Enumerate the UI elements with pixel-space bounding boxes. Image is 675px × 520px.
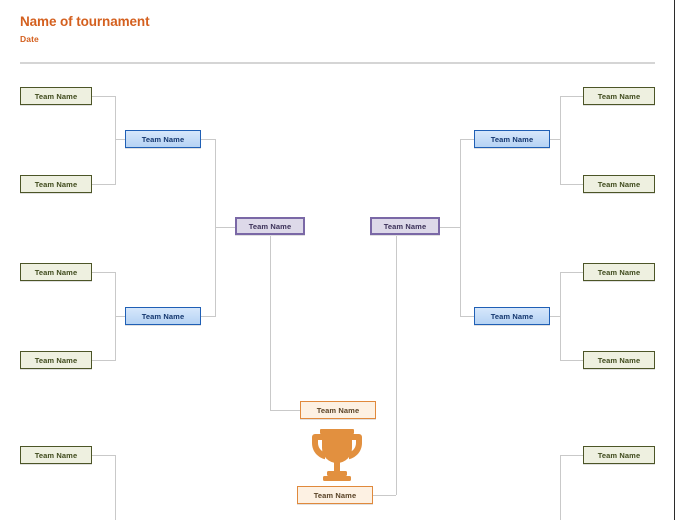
team-box-left-r1-1[interactable]: Team Name xyxy=(20,87,92,105)
team-box-final-2[interactable]: Team Name xyxy=(297,486,373,504)
team-box-left-r1-3[interactable]: Team Name xyxy=(20,263,92,281)
team-box-right-r1-2[interactable]: Team Name xyxy=(583,175,655,193)
connector-right-final-in xyxy=(372,495,396,496)
team-box-left-r1-2[interactable]: Team Name xyxy=(20,175,92,193)
team-box-right-r1-3[interactable]: Team Name xyxy=(583,263,655,281)
page-header: Name of tournament Date xyxy=(0,0,674,64)
connector-left-bus-2-out xyxy=(115,316,125,317)
connector-left-r2-2 xyxy=(201,316,215,317)
tournament-date: Date xyxy=(20,34,39,44)
team-box-right-r1-4[interactable]: Team Name xyxy=(583,351,655,369)
team-box-left-r1-5[interactable]: Team Name xyxy=(20,446,92,464)
connector-left-r1-1 xyxy=(92,96,115,97)
connector-left-bus-1 xyxy=(115,96,116,185)
page-title: Name of tournament xyxy=(20,14,150,29)
connector-right-r2-1 xyxy=(460,139,474,140)
connector-right-final-drop xyxy=(396,236,397,495)
connector-right-semifinal-in xyxy=(440,227,460,228)
connector-right-bus-2 xyxy=(560,272,561,361)
connector-right-bus-2-out xyxy=(550,316,560,317)
connector-left-bus-1-out xyxy=(115,139,125,140)
connector-left-r1-4 xyxy=(92,360,115,361)
team-box-left-semifinal[interactable]: Team Name xyxy=(235,217,305,235)
connector-right-r1-5 xyxy=(560,455,583,456)
header-divider xyxy=(20,62,655,64)
connector-right-r2-2 xyxy=(460,316,474,317)
connector-right-r1-2 xyxy=(560,184,583,185)
team-box-right-r1-5[interactable]: Team Name xyxy=(583,446,655,464)
team-box-left-r1-4[interactable]: Team Name xyxy=(20,351,92,369)
trophy-icon xyxy=(305,428,369,484)
connector-right-r1-3 xyxy=(560,272,583,273)
connector-right-bus-1-out xyxy=(550,139,560,140)
connector-right-bus-1 xyxy=(560,96,561,185)
team-box-left-r2-2[interactable]: Team Name xyxy=(125,307,201,325)
connector-right-bus-3 xyxy=(460,139,461,317)
connector-left-final-in xyxy=(270,410,300,411)
connector-right-bus-4 xyxy=(560,455,561,520)
team-box-right-r1-1[interactable]: Team Name xyxy=(583,87,655,105)
connector-left-final-drop xyxy=(270,236,271,410)
team-box-right-r2-1[interactable]: Team Name xyxy=(474,130,550,148)
connector-left-r1-2 xyxy=(92,184,115,185)
connector-left-r1-5 xyxy=(92,455,115,456)
connector-left-bus-4 xyxy=(115,455,116,520)
connector-left-semifinal-in xyxy=(215,227,235,228)
connector-left-r2-1 xyxy=(201,139,215,140)
connector-left-bus-3 xyxy=(215,139,216,317)
team-box-right-r2-2[interactable]: Team Name xyxy=(474,307,550,325)
team-box-right-semifinal[interactable]: Team Name xyxy=(370,217,440,235)
team-box-left-r2-1[interactable]: Team Name xyxy=(125,130,201,148)
connector-right-r1-4 xyxy=(560,360,583,361)
connector-left-r1-3 xyxy=(92,272,115,273)
team-box-final-1[interactable]: Team Name xyxy=(300,401,376,419)
connector-right-r1-1 xyxy=(560,96,583,97)
